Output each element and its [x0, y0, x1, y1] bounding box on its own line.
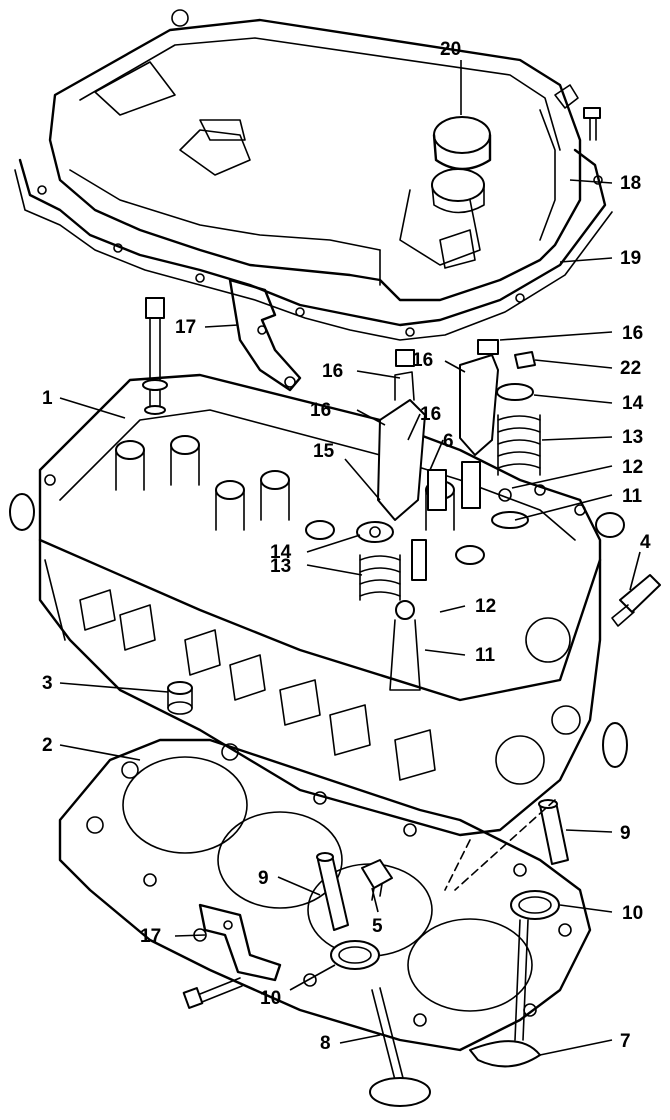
exhaust-valve — [469, 919, 541, 1068]
callout-16-mid-right: 16 — [412, 350, 433, 371]
callout-9-right: 9 — [620, 823, 631, 844]
callout-13-right: 13 — [622, 427, 643, 448]
callout-14-right: 14 — [622, 393, 644, 414]
valve-seat-right — [510, 890, 560, 920]
callout-12-right: 12 — [622, 457, 643, 478]
callout-11-center: 11 — [475, 645, 496, 666]
callout-15: 15 — [313, 441, 335, 462]
callout-16-lower-center: 16 — [420, 404, 441, 425]
callout-9-left: 9 — [258, 868, 269, 889]
callout-1: 1 — [42, 388, 53, 409]
callout-18: 18 — [620, 173, 641, 194]
head-bolt — [142, 297, 168, 415]
callout-14-center: 14 — [270, 542, 292, 563]
callout-19: 19 — [620, 248, 641, 269]
valve-seat-left — [330, 940, 380, 970]
oil-filler-cap — [431, 116, 492, 214]
valve-spring-front — [356, 521, 421, 691]
callout-16-lower-left: 16 — [310, 400, 331, 421]
callout-17-lower: 17 — [140, 926, 161, 947]
leader-lines — [59, 60, 641, 1056]
callout-7: 7 — [620, 1031, 631, 1052]
callout-16-upper-right: 16 — [622, 323, 643, 344]
callout-labels: 1 2 3 4 5 6 7 8 9 9 10 10 11 11 12 12 13… — [42, 39, 651, 1054]
callout-22: 22 — [620, 358, 641, 379]
valve-spring-rear — [491, 383, 541, 529]
callout-13-center: 13 — [270, 556, 291, 577]
callout-6: 6 — [443, 431, 454, 452]
intake-valve — [369, 987, 431, 1107]
core-plug-right — [595, 512, 625, 538]
callout-3: 3 — [42, 673, 53, 694]
core-plug-rear — [602, 722, 628, 768]
valve-cover — [48, 9, 582, 302]
callout-5: 5 — [372, 916, 383, 937]
callout-2: 2 — [42, 735, 53, 756]
valve-keeper — [514, 351, 536, 369]
valve-seat-right-inner — [518, 896, 552, 914]
bracket-upper — [228, 278, 302, 392]
rocker-arm-rear — [459, 339, 499, 456]
callout-17-upper: 17 — [175, 317, 196, 338]
valve-seat-left-inner — [338, 946, 372, 964]
callout-10-left: 10 — [260, 988, 281, 1009]
alignment-lines — [444, 799, 556, 891]
callout-10-right: 10 — [622, 903, 643, 924]
callout-16-mid-left: 16 — [322, 361, 343, 382]
callout-8: 8 — [320, 1033, 331, 1054]
bracket-bolt — [182, 977, 243, 1009]
dowel-sleeve — [167, 681, 193, 715]
cover-screw — [583, 107, 601, 141]
valve-guides — [411, 461, 481, 581]
gasket-plug — [361, 859, 393, 901]
callout-20: 20 — [440, 39, 461, 60]
valve-cover-gasket — [14, 148, 613, 341]
core-plug-left — [9, 493, 35, 531]
callout-4: 4 — [640, 532, 651, 553]
callout-12-center: 12 — [475, 596, 496, 617]
valve-guide-left — [316, 852, 349, 931]
bracket-lower — [198, 903, 282, 982]
temperature-sensor — [611, 574, 661, 627]
callout-11-right: 11 — [622, 486, 643, 507]
